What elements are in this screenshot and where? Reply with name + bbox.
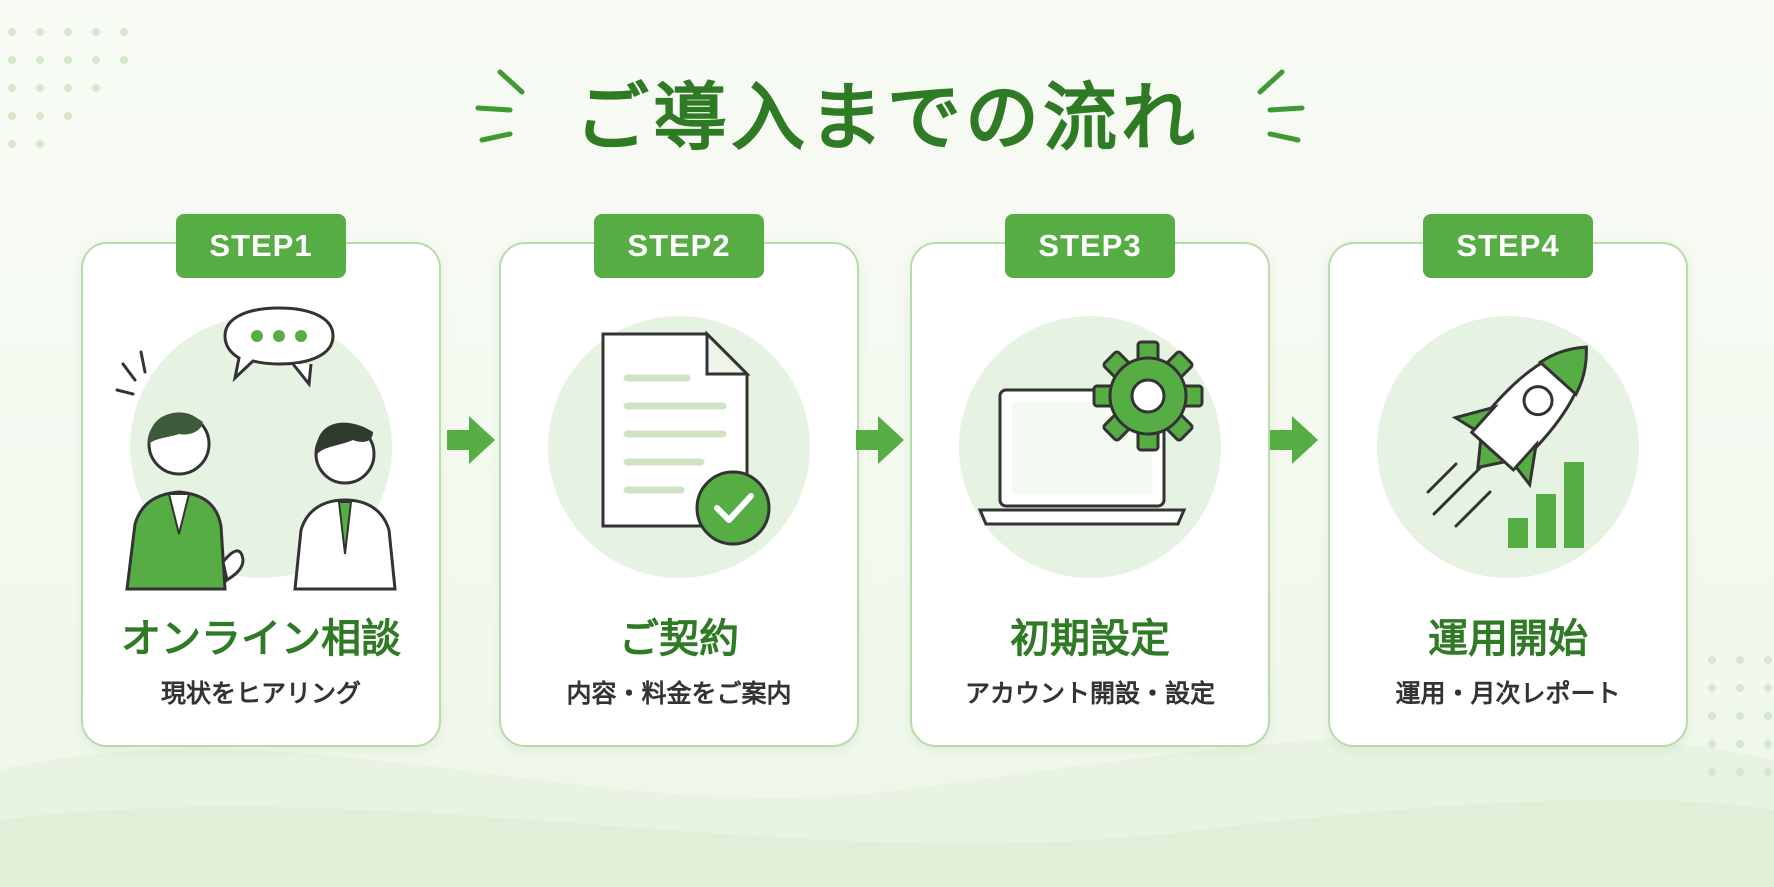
consultation-icon [115, 306, 397, 591]
step-card-4: STEP4 運用開始 運用・月次レポート [1328, 214, 1688, 747]
flow-arrow-icon [1270, 416, 1318, 464]
step-description: アカウント開設・設定 [964, 679, 1215, 708]
dot-pattern-bottom-right [1708, 656, 1772, 776]
page-title: ご導入までの流れ [575, 75, 1199, 161]
step-title: 運用開始 [1428, 616, 1588, 662]
step-title: ご契約 [619, 616, 739, 662]
step-description: 現状をヒアリング [160, 679, 361, 708]
contract-document-icon [601, 330, 771, 546]
step-badge: STEP3 [1005, 214, 1175, 278]
title-spark-right-icon [1257, 69, 1305, 143]
step-badge: STEP1 [176, 214, 346, 278]
step-badge: STEP2 [594, 214, 764, 278]
flow-arrow-icon [856, 416, 904, 464]
dot-pattern-top-left [8, 28, 128, 148]
rocket-growth-icon [1426, 345, 1588, 548]
step-title: オンライン相談 [121, 616, 401, 662]
step-card-3: STEP3 初期設定 アカウント開設・設定 [910, 214, 1270, 747]
step-description: 内容・料金をご案内 [566, 679, 792, 708]
title-spark-left-icon [475, 69, 525, 143]
flow-arrow-icon [447, 416, 495, 464]
step-card-2: STEP2 ご契約 内容・料金をご案内 [499, 214, 859, 747]
laptop-gear-icon [977, 340, 1204, 526]
step-card-1: STEP1 オンライン相談 現状をヒアリング [81, 214, 441, 747]
step-description: 運用・月次レポート [1395, 679, 1621, 708]
step-badge: STEP4 [1423, 214, 1593, 278]
step-title: 初期設定 [1010, 616, 1170, 662]
